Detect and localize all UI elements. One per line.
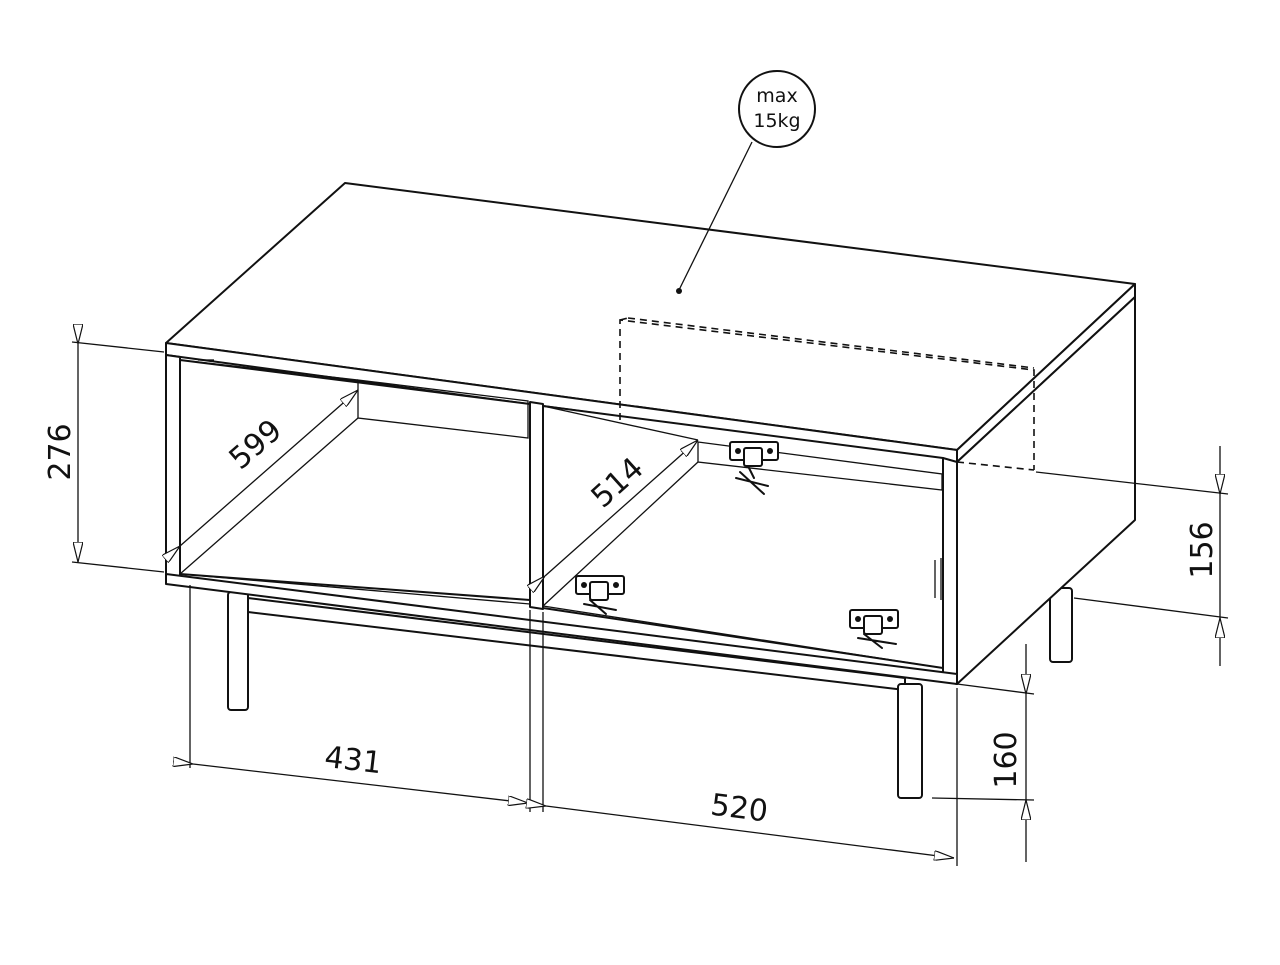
load-note-line2: 15kg bbox=[753, 110, 800, 132]
dimension-431-label: 431 bbox=[323, 740, 384, 781]
back-leg-left bbox=[227, 591, 249, 711]
dimension-drawer-height: 156 bbox=[1035, 446, 1229, 666]
dimension-width-right: 520 bbox=[543, 612, 958, 866]
drawer-outline bbox=[619, 317, 1035, 471]
load-note-line1: max bbox=[756, 85, 797, 107]
dimension-156-label: 156 bbox=[1185, 521, 1220, 578]
dimension-520-label: 520 bbox=[709, 788, 770, 830]
dimension-276-label: 276 bbox=[43, 423, 78, 480]
front-leg-right bbox=[897, 683, 923, 799]
load-callout: max 15kg bbox=[676, 70, 816, 294]
dimension-leg-height: 160 bbox=[931, 644, 1035, 862]
dimension-height-total: 276 bbox=[43, 342, 165, 573]
dimension-width-left: 431 bbox=[190, 585, 531, 812]
dimension-160-label: 160 bbox=[989, 731, 1024, 788]
back-leg-right bbox=[1049, 587, 1073, 663]
table-top bbox=[165, 182, 1136, 463]
